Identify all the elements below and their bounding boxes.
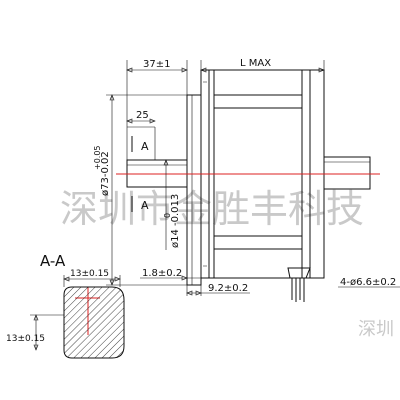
dim-flange-thickness: 9.2±0.2 xyxy=(186,283,250,296)
section-marker-top-label: A xyxy=(141,140,149,153)
dim-body-diameter: ø73-0.02 +0.05 xyxy=(93,94,187,286)
section-a-a: 13±0.15 13±0.15 xyxy=(6,269,125,359)
dim-overall-length: L MAX xyxy=(200,58,325,73)
body-diameter-tol: +0.05 xyxy=(93,145,102,170)
rear-shaft xyxy=(323,156,371,190)
dim-mount-holes: 4-ø6.6±0.2 xyxy=(338,277,400,288)
section-title: A-A xyxy=(40,252,66,270)
key-length-label: 25 xyxy=(136,110,149,121)
dim-shaft-length: 37±1 xyxy=(126,59,188,160)
section-marker-bottom-label: A xyxy=(141,199,149,212)
flange-thickness-label: 9.2±0.2 xyxy=(208,283,248,294)
watermark-main: 深圳市金胜丰科技 xyxy=(60,187,364,231)
watermark-corner: 深圳 xyxy=(358,319,394,340)
dim-shaft-diameter: ø14 -0.013 0 xyxy=(163,159,181,250)
shaft-length-label: 37±1 xyxy=(143,59,170,70)
section-marker-top: A xyxy=(131,136,149,153)
body-diameter-label: ø73-0.02 xyxy=(100,151,111,196)
mount-holes-label: 4-ø6.6±0.2 xyxy=(340,277,396,288)
section-width-label: 13±0.15 xyxy=(70,269,109,279)
front-flange xyxy=(186,94,202,286)
overall-length-label: L MAX xyxy=(240,58,271,69)
front-shaft xyxy=(126,126,188,188)
dim-flange-offset: 1.8±0.2 xyxy=(140,268,202,296)
section-marker-bottom: A xyxy=(131,196,149,212)
flange-offset-label: 1.8±0.2 xyxy=(142,268,182,279)
section-height-label: 13±0.15 xyxy=(6,334,45,344)
shaft-diameter-tol: 0 xyxy=(163,213,172,218)
shaft-diameter-label: ø14 -0.013 xyxy=(170,194,181,248)
dim-key-length: 25 xyxy=(126,110,156,124)
lead-wires xyxy=(287,267,311,302)
